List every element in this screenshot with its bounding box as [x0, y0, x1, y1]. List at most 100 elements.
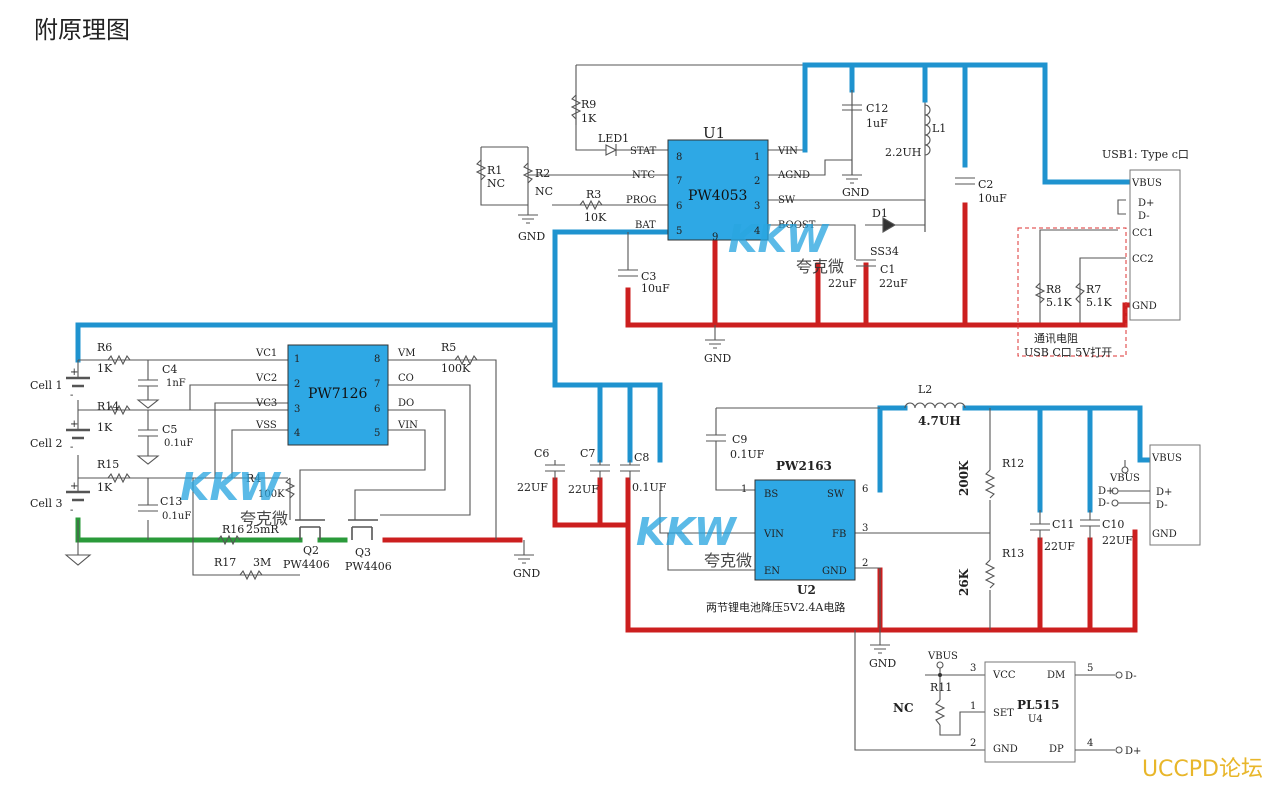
q3-part: PW4406	[345, 560, 392, 573]
gnd-label: GND	[869, 657, 896, 670]
pw7126-pin-num: 7	[374, 379, 380, 390]
usb1-pin-dm: D-	[1138, 211, 1150, 222]
u2-pin-gnd: GND	[822, 566, 847, 577]
u2-pin-num: 2	[862, 558, 868, 569]
u1-pin-bat: BAT	[635, 220, 656, 231]
c5-label: C5	[162, 423, 177, 436]
c5-value: 0.1uF	[164, 438, 193, 449]
r9-value: 1K	[581, 112, 597, 125]
r2-label: R2	[535, 167, 550, 180]
pw7126-pin-num: 5	[374, 428, 380, 439]
c1-label: C1	[880, 263, 895, 276]
r16-value: 25mR	[246, 523, 279, 536]
cell-minus: -	[70, 390, 73, 401]
u2-pin-sw: SW	[827, 489, 845, 500]
u4-dp-net: D+	[1125, 746, 1141, 757]
u1-pin-stat: STAT	[630, 146, 657, 157]
u1-pin-num: 9	[712, 232, 718, 243]
u1-pin-vin: VIN	[777, 146, 798, 157]
r16-label: R16	[222, 523, 244, 536]
kkw-logo-sub: 夸克微	[704, 551, 752, 570]
cell-minus: -	[70, 505, 73, 516]
r8-label: R8	[1046, 283, 1061, 296]
c2-label: C2	[978, 178, 993, 191]
u2-wiring	[659, 407, 991, 751]
r5-label: R5	[441, 341, 456, 354]
usb1-note1: 通讯电阻	[1034, 332, 1078, 345]
u2-caption: 两节锂电池降压5V2.4A电路	[706, 600, 845, 614]
c8-label: C8	[634, 451, 649, 464]
l1-value: 2.2UH	[885, 146, 921, 159]
r4-value: 100K	[258, 489, 285, 500]
cell-plus: +	[70, 367, 78, 378]
u1-pin-prog: PROG	[626, 195, 656, 206]
kkw-logo-text: KKW	[728, 217, 830, 261]
usb2-pin-dm: D-	[1156, 500, 1168, 511]
c7-value: 22UF	[568, 483, 599, 496]
cell-3-label: Cell 3	[30, 497, 62, 510]
u4-pin-set: SET	[993, 708, 1014, 719]
r17-value: 3M	[253, 556, 271, 569]
r15-value: 1K	[97, 481, 113, 494]
u4-chip: PL515 U4 3 VCC 1 SET 2 GND 5 DM 4 DP D- …	[893, 651, 1141, 763]
u4-pin-dm: DM	[1047, 670, 1065, 681]
r12-value: 200K	[957, 460, 971, 496]
pw7126-pin-vm: VM	[397, 348, 415, 359]
cell-plus: +	[70, 481, 78, 492]
r8-value: 5.1K	[1046, 296, 1072, 309]
u1-pin-num: 8	[676, 152, 682, 163]
pw7126-pin-num: 3	[294, 404, 300, 415]
usb1-title: USB1: Type c口	[1102, 148, 1189, 161]
c1-value: 22uF	[879, 277, 908, 290]
u2-part: PW2163	[776, 459, 832, 473]
r3-label: R3	[586, 188, 601, 201]
q3-label: Q3	[355, 546, 371, 559]
r11-label: R11	[930, 681, 952, 694]
c6-value: 22UF	[517, 481, 548, 494]
u4-pin-num: 1	[970, 701, 976, 712]
gnd-label: GND	[518, 230, 545, 243]
pw7126-chip: PW7126 VC1 1 VC2 2 VC3 3 VSS 4 8 VM 7 CO…	[255, 344, 418, 446]
u1-passives: R9 1K LED1 R1 NC R2 NC R3 10K GND C12 1u…	[475, 90, 1007, 365]
r1-value: NC	[487, 177, 505, 190]
cx-value: 22uF	[828, 277, 857, 290]
r11-value: NC	[893, 701, 914, 715]
r13-label: R13	[1002, 547, 1024, 560]
c13-label: C13	[160, 495, 182, 508]
pw7126-pin-vin: VIN	[397, 420, 418, 431]
u1-pin-num: 7	[676, 176, 682, 187]
c9-label: C9	[732, 433, 747, 446]
c11-value: 22UF	[1044, 540, 1075, 553]
cell-minus: -	[70, 442, 73, 453]
pw7126-pin-num: 4	[294, 428, 300, 439]
l2-label: L2	[918, 383, 932, 396]
c13-value: 0.1uF	[162, 511, 191, 522]
usb1-note2: USB C口 5V打开	[1024, 345, 1112, 359]
u2-pin-num: 6	[862, 484, 868, 495]
pw7126-pin-num: 2	[294, 379, 300, 390]
led1-label: LED1	[598, 132, 629, 145]
usb1-pin-vbus: VBUS	[1131, 178, 1162, 189]
usb2-dp-net: D+	[1098, 486, 1114, 497]
c3-label: C3	[641, 270, 656, 283]
u1-pin-num: 5	[676, 226, 682, 237]
c4-value: 1nF	[166, 378, 186, 389]
l1-label: L1	[932, 122, 946, 135]
r7-label: R7	[1086, 283, 1101, 296]
usb2-pin-dp: D+	[1156, 487, 1172, 498]
u1-ref: U1	[703, 124, 725, 142]
u1-pin-ntc: NTC	[632, 170, 655, 181]
u1-pin-num: 2	[754, 176, 760, 187]
u4-pin-gnd: GND	[993, 744, 1018, 755]
r14-value: 1K	[97, 421, 113, 434]
watermark-text: UCCPD论坛	[1141, 757, 1263, 782]
power-buses	[75, 62, 1153, 633]
u1-pin-num: 3	[754, 201, 760, 212]
u1-chip: U1 PW4053 STAT 8 NTC 7 PROG 6 BAT 5 1 VI…	[626, 124, 816, 243]
u1-pin-agnd: AGND	[777, 170, 810, 181]
c7-label: C7	[580, 447, 595, 460]
usb2-vbus-net: VBUS	[1109, 473, 1140, 484]
usb2-pin-vbus: VBUS	[1151, 453, 1182, 464]
pw7126-pin-num: 6	[374, 404, 380, 415]
u1-part: PW4053	[688, 188, 747, 204]
